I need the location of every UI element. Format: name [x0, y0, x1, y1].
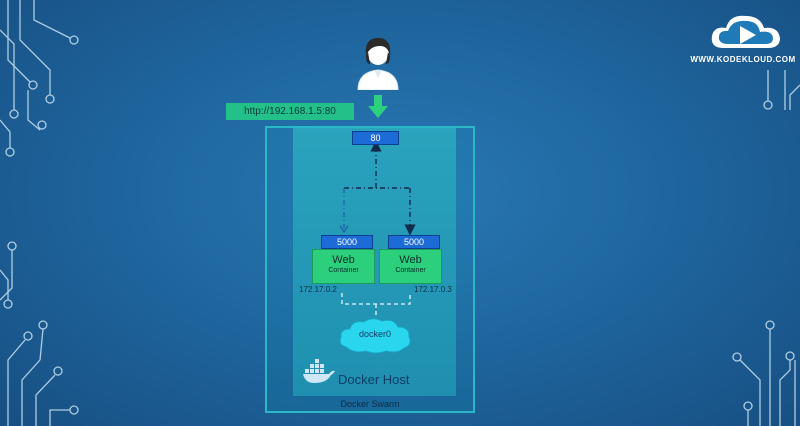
bridge-cloud-icon: [339, 318, 411, 354]
container-subtitle: Container: [395, 267, 426, 274]
container-title: Web: [332, 254, 355, 266]
web-container-2: Web Container: [379, 249, 442, 284]
kodekloud-logo: [711, 15, 780, 48]
container-subtitle: Container: [328, 267, 359, 274]
docker-whale-icon: [303, 359, 335, 383]
container-ip-2: 172.17.0.3: [414, 285, 452, 294]
container-port-2: 5000: [388, 235, 440, 249]
url-badge: http://192.168.1.5:80: [226, 103, 354, 120]
docker-swarm-label: Docker Swarm: [340, 399, 400, 409]
host-port-80: 80: [352, 131, 399, 145]
user-icon: [357, 38, 399, 90]
web-container-1: Web Container: [312, 249, 375, 284]
request-arrow: [368, 95, 388, 118]
container-title: Web: [399, 254, 422, 266]
bridge-label: docker0: [358, 329, 392, 339]
container-port-1: 5000: [321, 235, 373, 249]
brand-url: WWW.KODEKLOUD.COM: [690, 55, 796, 64]
docker-host-label: Docker Host: [338, 372, 410, 387]
container-ip-1: 172.17.0.2: [299, 285, 337, 294]
